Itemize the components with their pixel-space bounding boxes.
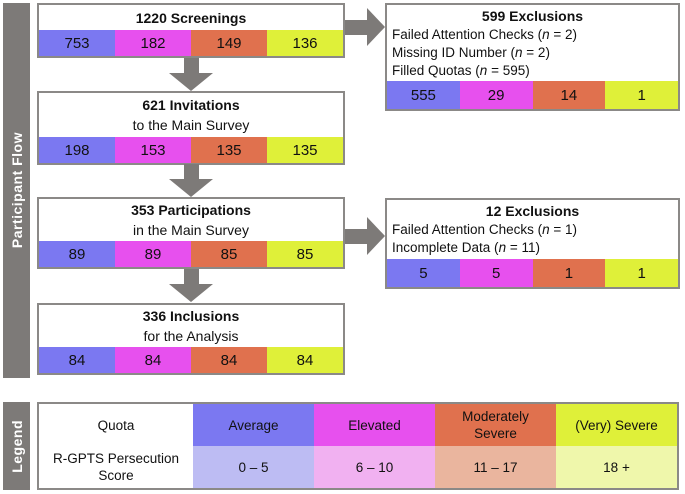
screenings-title-area: 1220 Screenings — [39, 5, 343, 30]
screenings-moderate-count: 149 — [191, 30, 267, 56]
right-arrow-icon — [345, 8, 385, 46]
participations-quota-bar: 89 89 85 85 — [39, 241, 343, 267]
participant-flow-label: Participant Flow — [8, 132, 25, 249]
exclusions-2-moderate-count: 1 — [532, 259, 606, 287]
screenings-average-count: 753 — [39, 30, 115, 56]
participations-box: 353 Participations in the Main Survey 89… — [37, 197, 345, 269]
screenings-severe-count: 136 — [267, 30, 343, 56]
down-arrow-icon — [169, 164, 213, 197]
participations-average-count: 89 — [39, 241, 115, 267]
legend-label: Legend — [8, 419, 25, 473]
inclusions-quota-bar: 84 84 84 84 — [39, 347, 343, 373]
exclusions-1-reasons: Failed Attention Checks (n = 2) Missing … — [387, 26, 678, 81]
exclusions-1-moderate-count: 14 — [532, 81, 606, 109]
legend-elevated-cell: Elevated — [314, 404, 435, 446]
invitations-subtitle: to the Main Survey — [132, 117, 250, 133]
invitations-moderate-count: 135 — [191, 137, 267, 163]
inclusions-title-area: 336 Inclusions for the Analysis — [39, 305, 343, 347]
exclusions-1-elevated-count: 29 — [459, 81, 533, 109]
invitations-severe-count: 135 — [267, 137, 343, 163]
legend-score-range-average: 0 – 5 — [193, 446, 314, 488]
exclusions-2-reasons: Failed Attention Checks (n = 1) Incomple… — [387, 221, 678, 259]
screenings-box: 1220 Screenings 753 182 149 136 — [37, 3, 345, 58]
exclusions-2-average-count: 5 — [387, 259, 460, 287]
legend-score-range-severe: 18 + — [556, 446, 677, 488]
participations-title: 353 Participations — [131, 202, 251, 218]
participations-elevated-count: 89 — [115, 241, 191, 267]
legend-quota-header: Quota — [97, 417, 135, 433]
legend-average-cell: Average — [193, 404, 314, 446]
exclusions-1-title: 599 Exclusions — [481, 8, 584, 24]
invitations-quota-bar: 198 153 135 135 — [39, 137, 343, 163]
invitations-average-count: 198 — [39, 137, 115, 163]
invitations-title-area: 621 Invitations to the Main Survey — [39, 93, 343, 137]
exclusions-1-box: 599 Exclusions Failed Attention Checks (… — [385, 3, 680, 111]
inclusions-elevated-count: 84 — [115, 347, 191, 373]
inclusions-subtitle: for the Analysis — [143, 328, 239, 344]
exclusion-reason: Failed Attention Checks (n = 1) — [392, 222, 577, 237]
exclusions-1-severe-count: 1 — [605, 81, 678, 109]
legend-score-range-moderate: 11 – 17 — [435, 446, 556, 488]
participations-moderate-count: 85 — [191, 241, 267, 267]
legend-score-header: R-GPTS Persecution Score — [52, 451, 180, 483]
right-arrow-icon — [345, 217, 385, 255]
invitations-box: 621 Invitations to the Main Survey 198 1… — [37, 91, 345, 165]
legend-score-range-elevated: 6 – 10 — [314, 446, 435, 488]
inclusions-box: 336 Inclusions for the Analysis 84 84 84… — [37, 303, 345, 375]
screenings-elevated-count: 182 — [115, 30, 191, 56]
exclusion-reason: Filled Quotas (n = 595) — [392, 63, 530, 78]
exclusions-2-title: 12 Exclusions — [485, 203, 580, 219]
inclusions-moderate-count: 84 — [191, 347, 267, 373]
legend-table: Quota Average Elevated Moderately Severe… — [37, 402, 679, 490]
participant-flow-tab: Participant Flow — [3, 3, 30, 378]
inclusions-title: 336 Inclusions — [142, 308, 240, 324]
inclusions-average-count: 84 — [39, 347, 115, 373]
exclusions-2-box: 12 Exclusions Failed Attention Checks (n… — [385, 198, 680, 289]
invitations-elevated-count: 153 — [115, 137, 191, 163]
screenings-title: 1220 Screenings — [135, 9, 247, 26]
exclusions-2-elevated-count: 5 — [459, 259, 533, 287]
down-arrow-icon — [169, 58, 213, 91]
exclusions-2-severe-count: 1 — [605, 259, 678, 287]
participations-title-area: 353 Participations in the Main Survey — [39, 199, 343, 241]
exclusions-2-quota-bar: 5 5 1 1 — [387, 259, 678, 287]
exclusions-1-quota-bar: 555 29 14 1 — [387, 81, 678, 109]
exclusion-reason: Failed Attention Checks (n = 2) — [392, 27, 577, 42]
exclusions-1-average-count: 555 — [387, 81, 460, 109]
legend-moderately-severe-cell: Moderately Severe — [435, 404, 556, 446]
legend-tab: Legend — [3, 402, 30, 490]
participations-subtitle: in the Main Survey — [133, 222, 249, 238]
screenings-quota-bar: 753 182 149 136 — [39, 30, 343, 56]
legend-very-severe-cell: (Very) Severe — [556, 404, 677, 446]
invitations-title: 621 Invitations — [142, 97, 240, 113]
down-arrow-icon — [169, 269, 213, 302]
participations-severe-count: 85 — [267, 241, 343, 267]
exclusion-reason: Missing ID Number (n = 2) — [392, 45, 550, 60]
exclusion-reason: Incomplete Data (n = 11) — [392, 240, 540, 255]
inclusions-severe-count: 84 — [267, 347, 343, 373]
